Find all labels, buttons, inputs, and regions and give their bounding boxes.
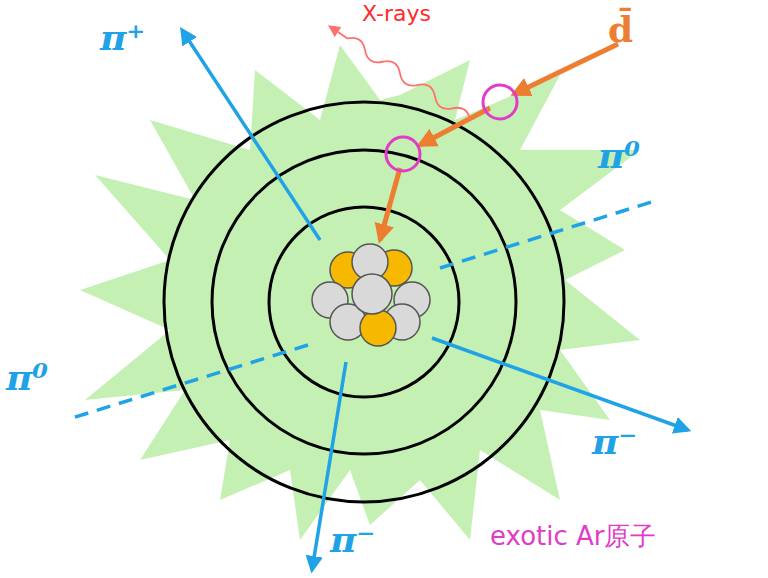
- nucleus: [312, 244, 430, 346]
- orbit-marker: [386, 137, 420, 171]
- nucleon: [360, 310, 396, 346]
- neutral-pion-track: [72, 345, 308, 418]
- middle-orbit: [212, 150, 516, 454]
- pion-track: [432, 338, 688, 430]
- pion-track: [182, 30, 320, 240]
- particle-label: π⁻: [330, 520, 375, 560]
- particle-label: π⁺: [100, 18, 145, 58]
- orbit-markers: [386, 85, 517, 171]
- atomic-orbits: [164, 102, 564, 502]
- cascade-step: [380, 168, 400, 240]
- orbit-marker: [483, 85, 517, 119]
- x-ray-arrowhead: [328, 25, 341, 37]
- neutral-pion-track: [440, 200, 658, 268]
- outer-orbit: [164, 102, 564, 502]
- inner-orbit: [269, 207, 459, 397]
- particle-label: π⁰: [598, 136, 640, 176]
- particle-label: π⁰: [6, 358, 48, 398]
- capture-step: [514, 44, 618, 94]
- nucleon: [352, 274, 392, 314]
- particle-label: π⁻: [592, 422, 637, 462]
- radiation-label: X-rays: [362, 2, 431, 26]
- cascade-step: [420, 108, 490, 145]
- pion-tracks: [72, 30, 688, 570]
- caption-label: exotic Ar原子: [490, 522, 657, 551]
- particle-label: d̄: [608, 10, 633, 50]
- x-ray-wave: [338, 32, 470, 120]
- annihilation-burst: [80, 45, 640, 540]
- antideuteron-path: [380, 44, 618, 240]
